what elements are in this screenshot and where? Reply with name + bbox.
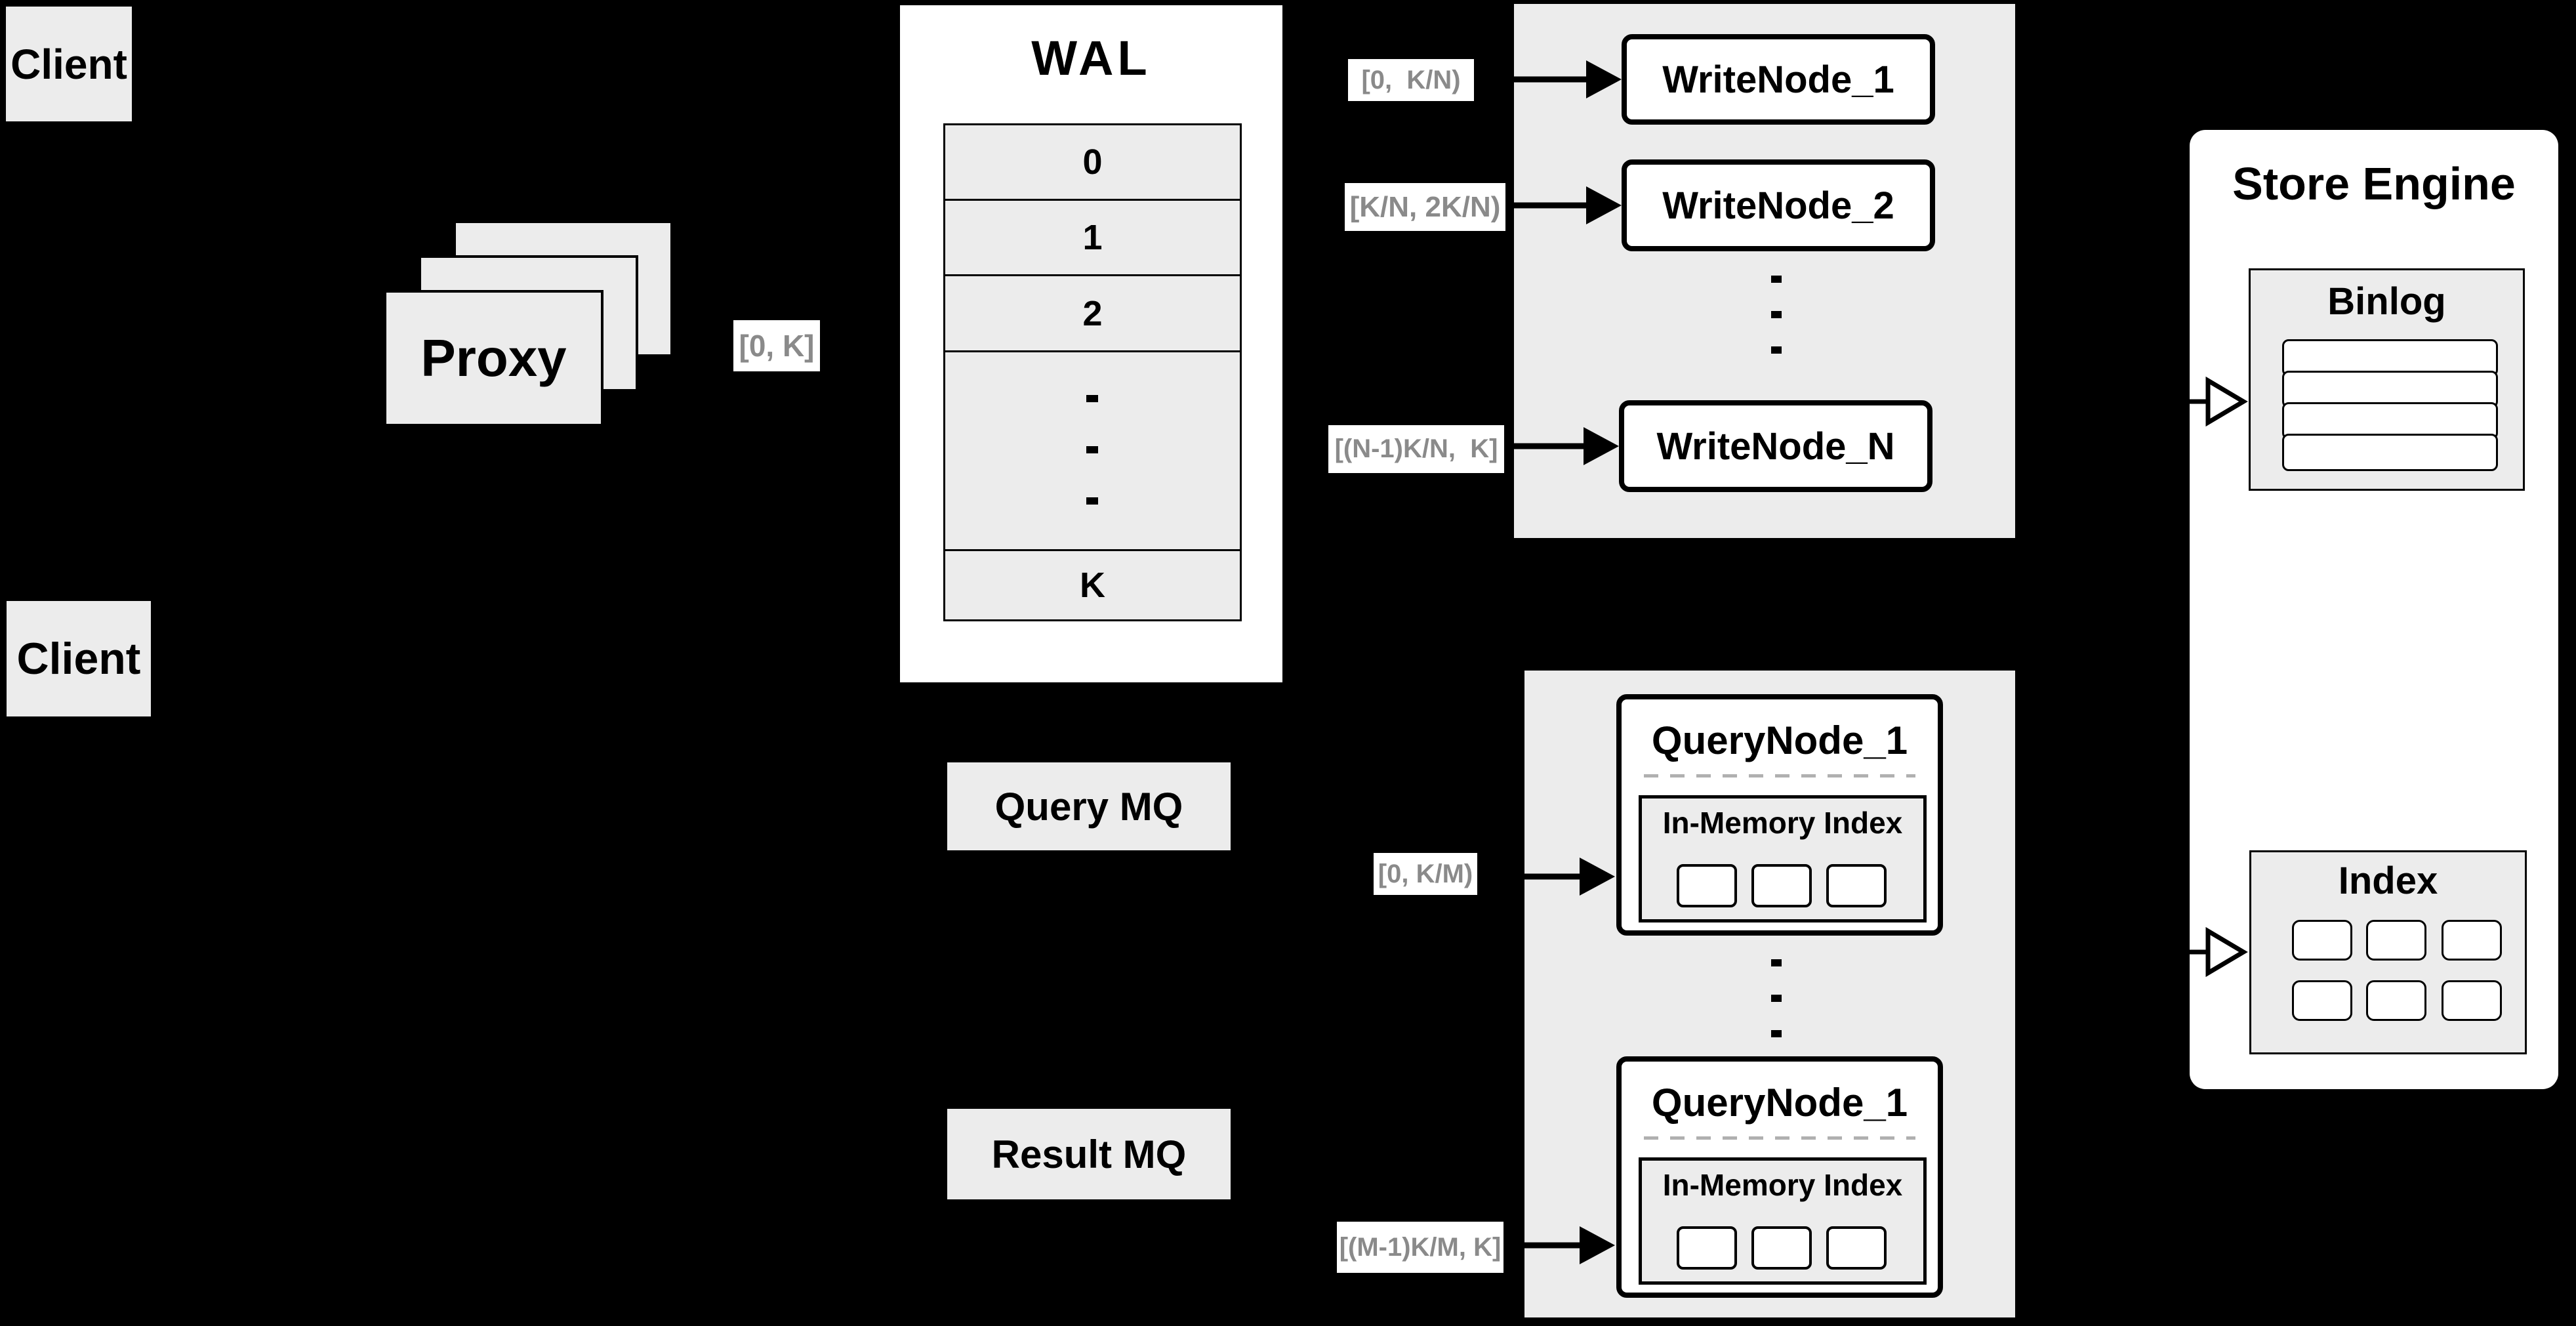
memory-cell [1751, 1226, 1812, 1270]
ellipsis-dot [1086, 395, 1098, 402]
memory-cell [1751, 864, 1812, 907]
index-cell [2292, 920, 2352, 961]
in-memory-index-title: In-Memory Index [1662, 806, 1903, 840]
binlog-row [2282, 371, 2498, 408]
proxy-stack: Proxy [384, 220, 673, 426]
result-mq-box: Result MQ [947, 1109, 1231, 1199]
query-mq-box: Query MQ [947, 762, 1231, 850]
client-top-label: Client [10, 40, 127, 88]
write-node-n: WriteNode_N [1619, 400, 1932, 492]
proxy-label: Proxy [420, 329, 567, 387]
query-node-title: QueryNode_1 [1651, 718, 1908, 762]
write-ellipsis-dot [1771, 346, 1782, 354]
client-bottom-label: Client [16, 634, 141, 684]
index-cell [2366, 980, 2426, 1021]
client-box-bottom: Client [5, 599, 153, 718]
binlog-box: Binlog [2249, 268, 2525, 491]
wal-row-ellipsis [943, 350, 1242, 551]
wal-row-0: 0 [943, 123, 1242, 201]
query-mq-label: Query MQ [994, 784, 1183, 829]
range-label-query-m: [(M-1)K/M, K] [1337, 1222, 1503, 1273]
query-ellipsis-dot [1771, 1030, 1782, 1037]
client-box-top: Client [4, 5, 134, 123]
query-node-2: QueryNode_1 In-Memory Index [1616, 1056, 1943, 1298]
index-cell [2366, 920, 2426, 961]
store-engine-title: Store Engine [2232, 158, 2516, 209]
query-ellipsis-dot [1771, 995, 1782, 1002]
range-label-query-1: [0, K/M) [1374, 853, 1477, 895]
range-label-write-1: [0, K/N) [1348, 59, 1474, 101]
write-ellipsis-dot [1771, 311, 1782, 318]
result-mq-label: Result MQ [991, 1132, 1187, 1176]
memory-cell [1826, 864, 1887, 907]
wal-row-1: 1 [943, 199, 1242, 276]
query-node-divider [1644, 774, 1915, 777]
index-cell [2442, 980, 2502, 1021]
write-ellipsis-dot [1771, 276, 1782, 283]
range-label-write-n: [(N-1)K/N, K] [1328, 425, 1504, 473]
binlog-row [2282, 434, 2498, 471]
query-node-divider [1644, 1136, 1915, 1140]
range-label-write-2: [K/N, 2K/N) [1345, 183, 1505, 231]
wal-title: WAL [1031, 31, 1151, 85]
memory-cell [1826, 1226, 1887, 1270]
wal-row-2: 2 [943, 274, 1242, 352]
proxy-card-front: Proxy [384, 290, 603, 426]
binlog-title: Binlog [2327, 280, 2446, 323]
index-cell [2442, 920, 2502, 961]
memory-cell [1677, 1226, 1737, 1270]
index-box: Index [2249, 850, 2527, 1054]
write-node-1: WriteNode_1 [1622, 34, 1935, 125]
in-memory-index-title: In-Memory Index [1662, 1168, 1903, 1202]
memory-cell [1677, 864, 1737, 907]
in-memory-index-box: In-Memory Index [1639, 1157, 1927, 1285]
ellipsis-dot [1086, 497, 1098, 505]
index-title: Index [2338, 860, 2438, 902]
wal-row-k: K [943, 549, 1242, 621]
ellipsis-dot [1086, 446, 1098, 453]
query-node-title: QueryNode_1 [1651, 1081, 1908, 1125]
query-node-1: QueryNode_1 In-Memory Index [1616, 694, 1943, 936]
query-ellipsis-dot [1771, 959, 1782, 966]
index-cell [2292, 980, 2352, 1021]
write-node-2: WriteNode_2 [1622, 159, 1935, 251]
in-memory-index-box: In-Memory Index [1639, 795, 1927, 922]
range-label-proxy-wal: [0, K] [733, 320, 820, 371]
